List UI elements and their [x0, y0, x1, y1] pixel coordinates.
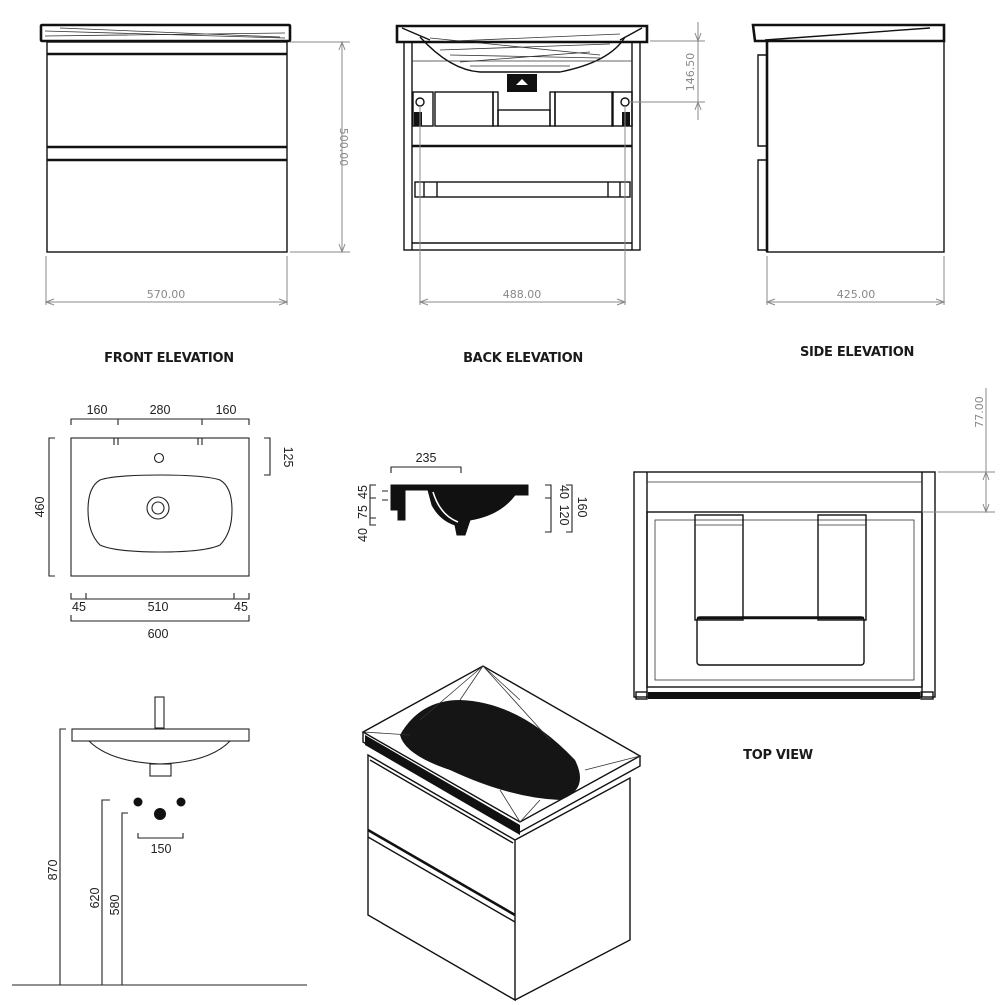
- top-view-title: TOP VIEW: [743, 748, 813, 763]
- install-height-580: 580: [108, 895, 122, 916]
- plan-top-dim-3: 160: [216, 403, 237, 417]
- iso-cabinet-front: [367, 753, 516, 1002]
- waste-outlet: [154, 808, 166, 820]
- top-offset-dim: 77.00: [973, 396, 986, 428]
- back-height-dim: 146.50: [684, 53, 697, 92]
- countertop: [39, 23, 292, 43]
- section-left-dim-3: 40: [356, 528, 370, 542]
- drain-inner: [151, 501, 165, 515]
- installation-view: 150 870 620 580: [12, 696, 307, 986]
- water-inlet-left: [133, 797, 143, 807]
- drain-outer: [146, 496, 170, 520]
- plan-bottom-dim-1: 45: [72, 600, 86, 614]
- water-inlet-right: [176, 797, 186, 807]
- plan-bottom-dim-2: 510: [148, 600, 169, 614]
- basin-section-view: 235 45 75 40 40 120 160: [356, 451, 589, 542]
- plan-left-dim: 460: [33, 497, 47, 518]
- plan-bottom-dim-3: 45: [234, 600, 248, 614]
- section-right-dim-outer: 160: [575, 497, 589, 518]
- back-elevation-view: 146.50 488.00 BACK ELEVATION: [395, 22, 705, 366]
- section-left-dim-2: 75: [356, 505, 370, 519]
- side-elevation-view: 425.00 SIDE ELEVATION: [751, 23, 946, 360]
- side-elevation-title: SIDE ELEVATION: [800, 345, 914, 360]
- basin-plan-view: 160 280 160 125 460 45 510 45 600: [33, 403, 295, 641]
- section-right-dim-2: 120: [557, 505, 571, 526]
- section-right-dim-1: 40: [557, 485, 571, 499]
- front-height-dim: 500.00: [337, 128, 350, 167]
- basin-bowl-profile: [419, 36, 626, 73]
- install-height-620: 620: [88, 888, 102, 909]
- top-view: 77.00 TOP VIEW: [633, 388, 995, 763]
- section-top-dim: 235: [416, 451, 437, 465]
- basin-section-profile: [390, 484, 529, 536]
- side-width-dim: 425.00: [837, 288, 876, 301]
- install-height-870: 870: [46, 860, 60, 881]
- plan-right-dim: 125: [281, 447, 295, 468]
- front-width-dim: 570.00: [147, 288, 186, 301]
- back-width-dim: 488.00: [503, 288, 542, 301]
- basin-outline: [87, 474, 233, 553]
- basin-side-profile: [88, 740, 231, 765]
- faucet: [154, 696, 165, 729]
- front-elevation-view: 500.00 570.00 FRONT ELEVATION: [39, 23, 350, 366]
- tap-hole: [153, 452, 165, 464]
- plan-overall-dim: 600: [148, 627, 169, 641]
- section-left-dim-1: 45: [356, 485, 370, 499]
- back-elevation-title: BACK ELEVATION: [463, 351, 583, 366]
- iso-basin-mesh: [400, 700, 580, 800]
- front-elevation-title: FRONT ELEVATION: [104, 351, 234, 366]
- isometric-view: [361, 665, 642, 1002]
- plan-top-dim-2: 280: [150, 403, 171, 417]
- inlet-spacing-dim: 150: [151, 842, 172, 856]
- plan-top-dim-1: 160: [87, 403, 108, 417]
